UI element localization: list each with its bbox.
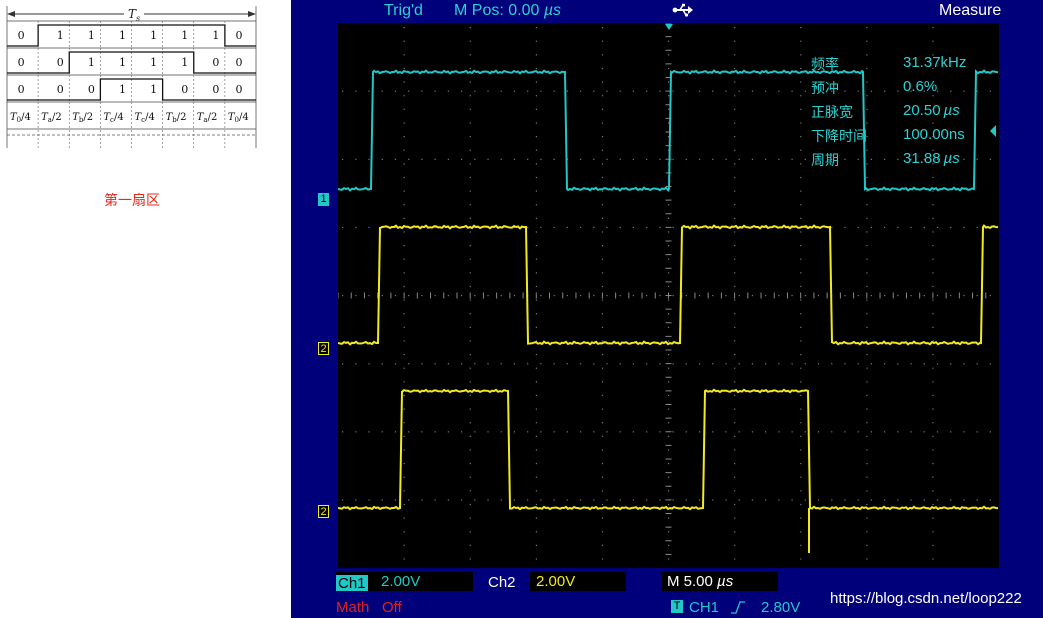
diagram-segment-label: Tb/2 <box>166 112 187 124</box>
measurement-label: 正脉宽 <box>811 105 853 121</box>
ch1-status-box[interactable]: Ch1 2.00V <box>335 572 473 591</box>
diagram-bit: 1 <box>150 83 157 96</box>
timing-diagram: Ts 0 1 1 1 1 1 1 0 0 0 1 1 1 1 0 0 0 0 0 1 1 0 0 0 T0/4 Ta/2 Tb/2… <box>6 6 257 148</box>
trigger-source: CH1 <box>689 599 720 616</box>
math-state: Off <box>382 599 402 616</box>
measurement-row: 下降时间 100.00ns <box>811 126 981 146</box>
figure-caption: 第一扇区 <box>104 193 160 209</box>
diagram-segment-label: T0/4 <box>10 112 31 124</box>
watermark: https://blog.csdn.net/loop222 <box>830 590 1022 607</box>
grid <box>338 23 991 560</box>
diagram-bit: 0 <box>57 83 64 96</box>
diagram-bit: 1 <box>181 56 188 69</box>
diagram-bit: 1 <box>119 56 126 69</box>
diagram-segment-label: T0/4 <box>228 112 249 124</box>
diagram-bit: 1 <box>119 29 126 42</box>
measurement-value: 0.6% <box>903 78 938 95</box>
diagram-segment-label: Tc/4 <box>135 112 155 124</box>
diagram-bit: 1 <box>88 56 95 69</box>
diagram-bit: 1 <box>88 29 95 42</box>
math-label: Math <box>336 599 370 616</box>
diagram-segment-label: Tc/4 <box>103 112 123 124</box>
diagram-bit: 0 <box>212 56 219 69</box>
diagram-bit: 0 <box>18 29 25 42</box>
measurement-row: 频率 31.37kHz <box>811 54 981 74</box>
measurement-row: 预冲 0.6% <box>811 78 981 98</box>
period-arrow-right <box>248 11 256 17</box>
diagram-bit: 1 <box>181 29 188 42</box>
timebase-box[interactable]: M 5.00 µs <box>662 572 778 591</box>
mpos-readout: M Pos: 0.00 µs <box>454 3 561 19</box>
diagram-waveform-row <box>7 51 256 74</box>
trigger-position-marker <box>665 24 673 30</box>
measurement-value: 100.00ns <box>903 126 965 143</box>
diagram-bit: 0 <box>212 83 219 96</box>
mpos-unit: µs <box>543 2 562 19</box>
oscilloscope-screen: Trig'd M Pos: 0.00 µs Measure 1 2 2 频率 31… <box>291 0 1043 618</box>
period-label: Ts <box>128 7 140 23</box>
diagram-bit: 1 <box>212 29 219 42</box>
trigger-status: Trig'd <box>384 2 423 19</box>
ch2-scale: 2.00V <box>536 573 576 590</box>
diagram-bit: 1 <box>150 56 157 69</box>
waveform-plot <box>338 23 999 568</box>
diagram-bit: 0 <box>18 83 25 96</box>
diagram-segment-label: Tb/2 <box>72 112 93 124</box>
measurement-label: 预冲 <box>811 81 839 97</box>
ch1-scale: 2.00V <box>381 573 421 590</box>
ch1-ground-marker: 1 <box>318 193 329 206</box>
ch2-trace-lower <box>338 388 999 553</box>
rising-edge-icon <box>731 600 745 614</box>
ch1-trace <box>338 69 999 192</box>
period-arrow-left <box>7 11 15 17</box>
measurement-label: 周期 <box>811 153 839 169</box>
diagram-segment-label: Ta/2 <box>197 112 218 124</box>
diagram-waveform-row <box>7 24 256 47</box>
ch2-status-box[interactable]: 2.00V <box>530 572 626 591</box>
diagram-bit: 0 <box>235 29 242 42</box>
diagram-bit: 1 <box>150 29 157 42</box>
diagram-bit: 0 <box>235 56 242 69</box>
measurement-label: 下降时间 <box>811 129 867 145</box>
ch2-trace-upper <box>338 224 999 346</box>
trigger-badge: T <box>671 600 683 613</box>
ch2-label: Ch2 <box>488 574 516 591</box>
measurement-value: 31.37kHz <box>903 54 967 71</box>
timebase-readout: M 5.00 µs <box>667 573 734 590</box>
diagram-bit: 1 <box>119 83 126 96</box>
measurement-label: 频率 <box>811 57 839 73</box>
trigger-level: 2.80V <box>761 599 801 616</box>
diagram-bit: 1 <box>57 29 64 42</box>
diagram-bit: 0 <box>181 83 188 96</box>
diagram-bit: 0 <box>235 83 242 96</box>
diagram-segment-labels: T0/4 Ta/2 Tb/2 Tc/4 Tc/4 Tb/2 Ta/2 T0/4 <box>7 102 256 148</box>
ch1-label: Ch1 <box>336 575 368 592</box>
mpos-label: M Pos: 0.00 <box>454 2 540 19</box>
diagram-segment-label: Ta/2 <box>41 112 62 124</box>
diagram-bit: 0 <box>88 83 95 96</box>
ch2-ground-marker-upper: 2 <box>318 342 329 355</box>
diagram-bit: 0 <box>18 56 25 69</box>
diagram-waveform-row <box>7 78 256 101</box>
usb-icon <box>672 3 694 17</box>
diagram-bit: 0 <box>57 56 64 69</box>
ch2-ground-marker-lower: 2 <box>318 505 329 518</box>
diagram-rows: 0 1 1 1 1 1 1 0 0 0 1 1 1 1 0 0 0 0 0 1 1 0 0 0 <box>7 20 256 130</box>
trigger-level-marker <box>990 125 996 137</box>
menu-title-measure[interactable]: Measure <box>939 2 1002 19</box>
